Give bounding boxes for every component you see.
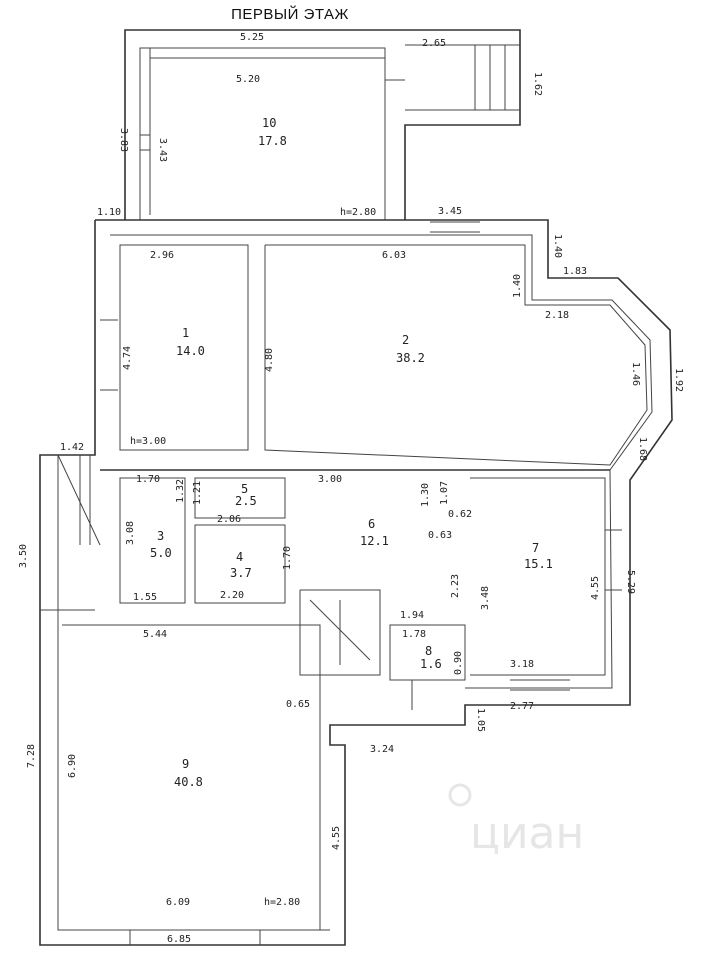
dimension-label: 3.83 — [118, 128, 129, 152]
dimension-label: 4.55 — [331, 826, 342, 850]
room-9-number: 9 — [182, 757, 189, 771]
dimension-label: 6.03 — [382, 250, 406, 261]
watermark-icon — [448, 783, 472, 807]
dimension-label: 1.05 — [475, 708, 486, 732]
dimension-label: 1.46 — [630, 362, 641, 386]
dimension-label: 6.85 — [167, 934, 191, 945]
dimension-label: 1.40 — [512, 274, 523, 298]
room-10-number: 10 — [262, 116, 276, 130]
dimension-label: 3.45 — [438, 206, 462, 217]
dimension-label: 2.65 — [422, 38, 446, 49]
dimension-label: 4.74 — [122, 346, 133, 370]
room-2-area: 38.2 — [396, 351, 425, 365]
dimension-label: 1.78 — [402, 629, 426, 640]
room-4-number: 4 — [236, 550, 243, 564]
dimension-label: 5.20 — [236, 74, 260, 85]
dimension-label: 5.25 — [240, 32, 264, 43]
room-6-number: 6 — [368, 517, 375, 531]
dimension-label: 1.32 — [175, 479, 186, 503]
dimension-label: h=2.80 — [340, 207, 376, 218]
dimension-label: 1.07 — [439, 481, 450, 505]
dimension-label: h=2.80 — [264, 897, 300, 908]
room-6-area: 12.1 — [360, 534, 389, 548]
dimension-label: 0.63 — [428, 530, 452, 541]
dimension-label: 7.28 — [26, 744, 37, 768]
room-8-number: 8 — [425, 644, 432, 658]
dimension-label: 0.90 — [453, 651, 464, 675]
room-7-area: 15.1 — [524, 557, 553, 571]
room-5-number: 5 — [241, 482, 248, 496]
room-7-number: 7 — [532, 541, 539, 555]
dimension-label: 1.94 — [400, 610, 424, 621]
room-10-outline — [124, 29, 521, 220]
dimension-label: 4.55 — [590, 576, 601, 600]
dimension-label: 5.44 — [143, 629, 167, 640]
room-1-number: 1 — [182, 326, 189, 340]
dimension-label: h=3.00 — [130, 436, 166, 447]
dimension-label: 3.18 — [510, 659, 534, 670]
dimension-label: 0.62 — [448, 509, 472, 520]
room-4-area: 3.7 — [230, 566, 252, 580]
room-labels: 10 17.8 1 14.0 2 38.2 3 5.0 4 3.7 5 2.5 … — [150, 116, 553, 789]
dimension-label: 3.43 — [157, 138, 168, 162]
main-outline — [39, 219, 673, 946]
dimension-label: 2.23 — [450, 574, 461, 598]
dimension-label: 1.30 — [420, 483, 431, 507]
dimension-label: 1.40 — [552, 234, 563, 258]
dimension-label: 1.70 — [136, 474, 160, 485]
dimension-label: 1.83 — [563, 266, 587, 277]
interior-walls — [40, 221, 648, 945]
watermark-text: циан — [470, 808, 584, 859]
dimension-label: 1.42 — [60, 442, 84, 453]
dimension-label: 2.77 — [510, 701, 534, 712]
dimension-label: 2.20 — [220, 590, 244, 601]
dimension-label: 3.08 — [125, 521, 136, 545]
dimension-label: 5.29 — [625, 570, 636, 594]
dimension-label: 6.09 — [166, 897, 190, 908]
dimension-label: 3.24 — [370, 744, 394, 755]
dimension-label: 2.06 — [217, 514, 241, 525]
room-3-area: 5.0 — [150, 546, 172, 560]
dimension-labels: 5.25 2.65 5.20 1.62 3.83 3.43 1.10 h=2.8… — [18, 32, 684, 945]
plan-title: ПЕРВЫЙ ЭТАЖ — [231, 6, 349, 23]
room-8-area: 1.6 — [420, 657, 442, 671]
room-1-area: 14.0 — [176, 344, 205, 358]
dimension-label: 1.62 — [532, 72, 543, 96]
dimension-label: 1.21 — [192, 481, 203, 505]
dimension-label: 3.48 — [480, 586, 491, 610]
room-3-number: 3 — [157, 529, 164, 543]
dimension-label: 1.92 — [673, 368, 684, 392]
dimension-label: 1.68 — [637, 437, 648, 461]
dimension-label: 1.10 — [97, 207, 121, 218]
dimension-label: 6.90 — [67, 754, 78, 778]
room-5-area: 2.5 — [235, 494, 257, 508]
room-9-area: 40.8 — [174, 775, 203, 789]
dimension-label: 1.70 — [282, 546, 293, 570]
room-2-number: 2 — [402, 333, 409, 347]
room-10-area: 17.8 — [258, 134, 287, 148]
dimension-label: 2.96 — [150, 250, 174, 261]
dimension-label: 0.65 — [286, 699, 310, 710]
dimension-label: 1.55 — [133, 592, 157, 603]
dimension-label: 3.50 — [18, 544, 29, 568]
dimension-label: 2.18 — [545, 310, 569, 321]
dimension-label: 3.00 — [318, 474, 342, 485]
dimension-label: 4.80 — [264, 348, 275, 372]
